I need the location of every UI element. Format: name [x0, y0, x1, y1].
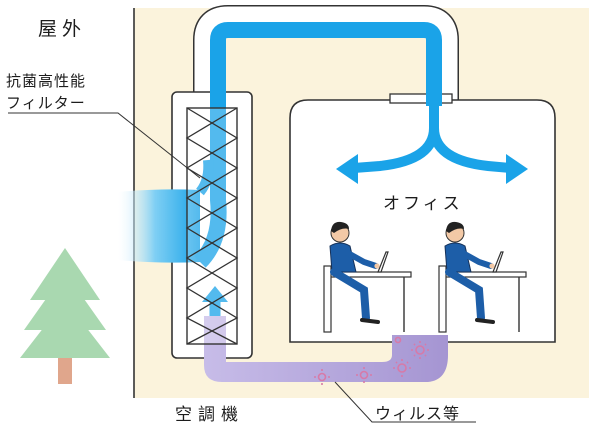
duct — [194, 6, 458, 100]
virus-leader-line — [334, 381, 476, 423]
return-air-flow — [204, 316, 448, 382]
tree — [20, 248, 110, 384]
antibacterial-filter — [186, 107, 238, 345]
air-conditioner-label: 空調機 — [175, 405, 244, 425]
filter-leader-line — [8, 112, 201, 179]
filter-zigzag-back — [185, 107, 239, 345]
outdoor-label: 屋外 — [38, 18, 87, 40]
office-air-split-arrows — [336, 104, 528, 184]
supply-air-flow — [194, 22, 442, 268]
office-label: オフィス — [383, 194, 463, 214]
virus-label: ウィルス等 — [375, 404, 461, 423]
ceiling-vent — [389, 93, 453, 104]
virus-particles — [314, 336, 429, 385]
outside-air-inlet — [118, 189, 200, 263]
filter-label-line-1: 抗菌高性能 — [6, 72, 87, 90]
office-worker-1 — [323, 221, 412, 333]
filter-zigzag — [185, 107, 239, 345]
filter-label-line-2: フィルター — [6, 94, 86, 112]
office-worker-2 — [438, 221, 527, 333]
